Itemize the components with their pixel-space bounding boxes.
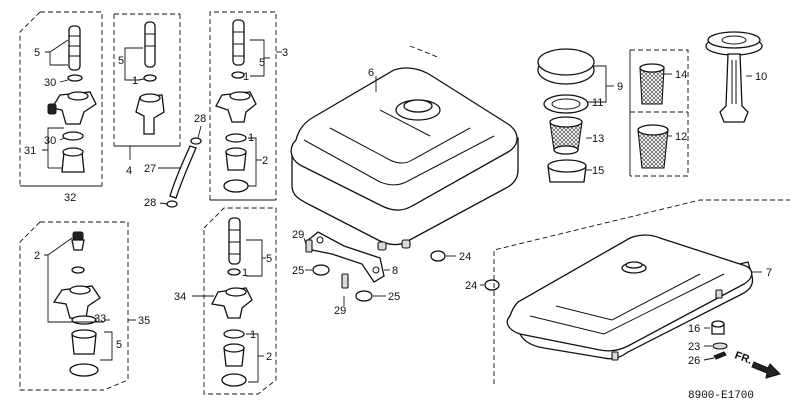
callout-28: 28 [144,197,156,209]
callout-25: 25 [292,265,304,277]
fuel-cock-group-34: 5 1 34 1 2 [174,207,277,395]
nut-24-group: 24 24 [430,250,500,292]
strainer-tube [232,19,245,66]
callout-24: 24 [459,251,471,263]
nut [312,264,330,276]
cup-seal-ring [221,373,247,387]
nut [484,279,500,291]
fuel-tube [169,145,197,199]
callout-1: 1 [243,71,249,83]
callout-30: 30 [44,77,56,89]
callout-28: 28 [194,113,206,125]
callout-1: 1 [248,132,254,144]
callout-1: 1 [250,329,256,341]
callout-16: 16 [688,323,700,335]
fuel-cock-group-32: 5 30 30 31 32 [19,11,103,204]
callout-12: 12 [675,131,687,143]
callout-2: 2 [266,351,272,363]
callout-3: 3 [282,47,288,59]
callout-6: 6 [368,67,374,79]
callout-1: 1 [132,75,138,87]
cup-seal-ring [69,363,99,377]
tank-bracket-group: 29 25 8 29 25 [292,229,400,317]
callout-8: 8 [392,265,398,277]
strainer-tube [68,25,81,71]
fuel-filter-screen [639,67,665,105]
callout-15: 15 [592,165,604,177]
fuel-tank-upper: 6 [290,45,519,251]
diagram-code: 8900-E1700 [688,390,754,402]
callout-23: 23 [688,341,700,353]
bolt [341,273,349,289]
drain-fitting-group: 16 23 26 [688,320,728,367]
callout-5: 5 [116,339,122,351]
fuel-cock-group-4: 5 1 4 [113,13,181,177]
callout-7: 7 [766,267,772,279]
fuel-cock-group-3: 3 5 1 1 2 [209,11,288,201]
callout-13: 13 [592,133,604,145]
callout-24: 24 [465,280,477,292]
nut [355,290,373,302]
callout-5: 5 [266,253,272,265]
fuel-cock-group-35: 2 33 35 5 [19,221,150,391]
callout-9: 9 [617,81,623,93]
fuel-gauge-group: 10 [705,31,767,123]
callout-11: 11 [592,97,603,109]
callout-1: 1 [242,267,248,279]
callout-26: 26 [688,355,700,367]
fuel-filter-screen [637,129,669,169]
callout-30: 30 [44,135,56,147]
callout-2: 2 [34,250,40,262]
callout-31: 31 [24,145,36,157]
tube-clip [166,200,178,208]
fuel-cock-body [135,94,165,135]
callout-25: 25 [388,291,400,303]
filter-screen-box: 14 12 [629,49,689,177]
callout-14: 14 [675,69,687,81]
tank-bracket [305,231,385,283]
fuel-gauge-stem [719,53,749,123]
callout-4: 4 [126,165,132,177]
bolt [305,239,313,253]
cap-gasket [543,94,589,114]
cup-seal-ring [223,179,249,193]
callout-5: 5 [118,55,124,67]
strainer-tube [228,217,241,265]
fuel-tank-lower: 7 [493,199,790,384]
fuel-tube-group: 28 27 28 [144,113,206,209]
nut [430,250,446,262]
filler-cap-group: 9 11 13 15 [537,48,623,183]
callout-32: 32 [64,192,76,204]
callout-29: 29 [334,305,346,317]
callout-2: 2 [262,155,268,167]
callout-35: 35 [138,315,150,327]
front-arrow-icon [751,361,781,379]
tube-clip [190,137,202,145]
o-ring [67,74,83,82]
lower-tank-top [506,234,753,352]
washer [712,342,728,350]
callout-5: 5 [259,57,265,69]
clip [713,351,727,360]
front-label: FR. [733,350,754,367]
front-direction-indicator: FR. [733,350,781,379]
callout-34: 34 [174,291,186,303]
callout-10: 10 [755,71,767,83]
strainer-tube [144,21,156,68]
callout-27: 27 [144,163,156,175]
callout-33: 33 [94,313,106,325]
tank-top [290,67,518,211]
callout-29: 29 [292,229,304,241]
callout-5: 5 [34,47,40,59]
